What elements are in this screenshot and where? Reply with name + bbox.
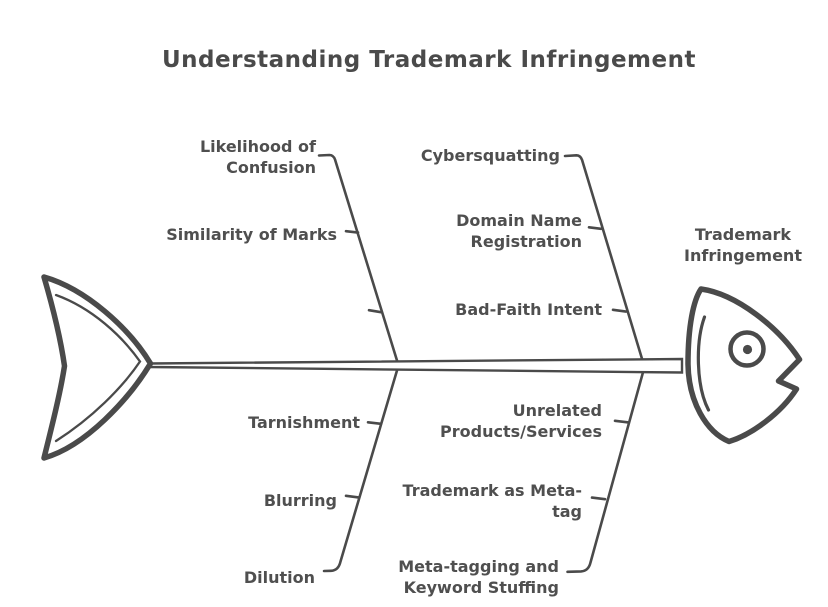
tick-bad-faith-intent [611,308,628,313]
branch-label-cybersquatting: Cybersquatting [420,146,560,165]
tick-blurring [344,494,360,499]
fish-tail-inner-line [54,293,142,443]
tick-tarnishment [366,421,383,426]
fish-gill-line [696,315,711,412]
branch-label-similarity-of-marks: Similarity of Marks [166,225,337,244]
branch-line-top-right [563,154,644,361]
fish-spine [148,357,684,374]
branch-line-bottom-left [322,369,399,573]
branch-label-blurring: Blurring [263,491,337,510]
tick-trademark-as-meta-tag [590,496,607,501]
branch-label-dilution: Dilution [243,568,315,587]
fish-eye-pupil [742,344,753,355]
branch-label-bad-faith-intent: Bad-Faith Intent [455,300,602,319]
branch-label-tarnishment: Tarnishment [248,413,360,432]
branch-line-top-left [317,153,399,362]
tick-similarity-of-marks [344,229,360,234]
tick-domain-name-registration [587,226,603,231]
branch-label-unrelated-products-services: Unrelated Products/Services [440,401,602,441]
branch-line-bottom-right [566,371,645,574]
tick-unrelated-products-services [613,419,630,424]
branch-label-likelihood-of-confusion: Likelihood of Confusion [199,137,316,177]
branch-label-trademark-as-meta-tag: Trademark as Meta- tag [402,481,582,521]
effect-label-trademark-infringement: Trademark Infringement [684,225,802,265]
branch-label-meta-tagging-keyword-stuffing: Meta-tagging and Keyword Stuffing [398,557,559,597]
tick-top-left-unlabeled [367,308,383,314]
branch-label-domain-name-registration: Domain Name Registration [456,211,582,251]
fish-tail [41,274,154,461]
diagram-title: Understanding Trademark Infringement [162,47,696,73]
